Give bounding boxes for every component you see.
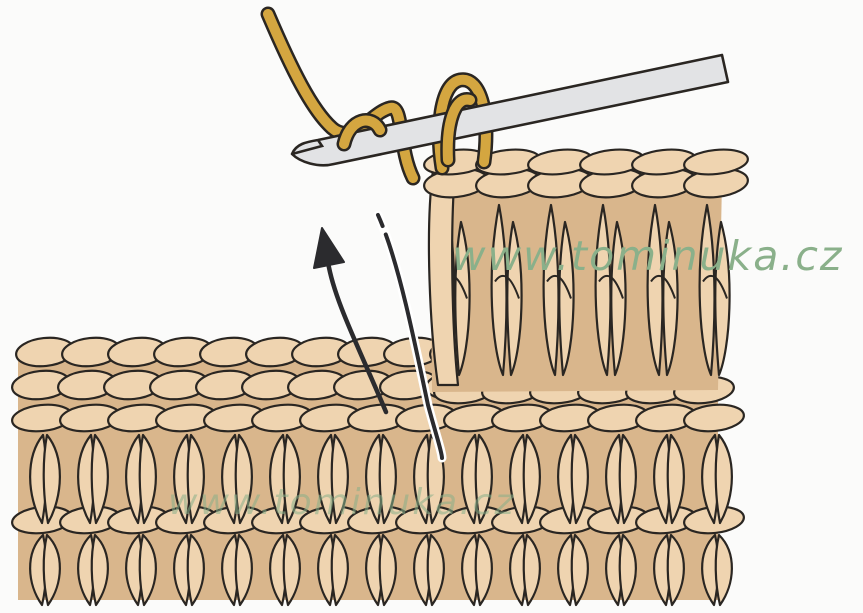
watermark-bottom: www.tominuka.cz (168, 482, 515, 523)
watermark-top: www.tominuka.cz (452, 232, 843, 280)
stitch-leg (716, 535, 732, 605)
arrow-head (314, 228, 344, 268)
